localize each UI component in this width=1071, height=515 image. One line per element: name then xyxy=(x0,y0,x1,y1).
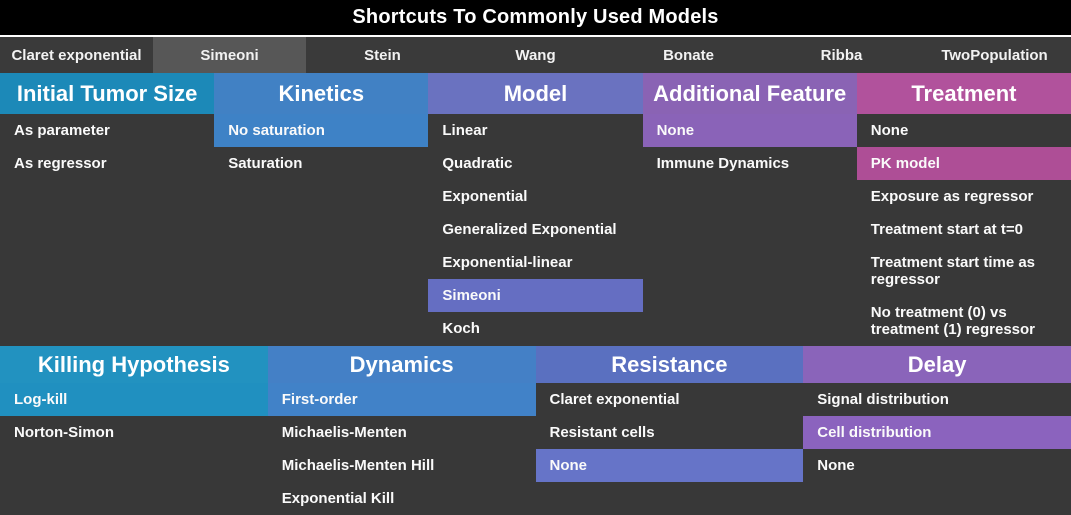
section-header-kinetics: Kinetics xyxy=(214,73,429,114)
option-resistance-resistant-cells[interactable]: Resistant cells xyxy=(549,424,655,441)
top-section-grid: Initial Tumor Size As parameter As regress… xyxy=(0,73,1071,346)
tab-bonate[interactable]: Bonate xyxy=(663,46,714,64)
option-model-quadratic[interactable]: Quadratic xyxy=(442,155,513,172)
option-treatment-no-treatment-0-vs-treatment-1-regressor[interactable]: No treatment (0) vs treatment (1) regres… xyxy=(870,304,1036,338)
tab-simeoni[interactable]: Simeoni xyxy=(153,37,306,73)
section-header-model: Model xyxy=(428,73,643,114)
option-model-simeoni[interactable]: Simeoni xyxy=(428,279,643,312)
option-dynamics-michaelis-menten[interactable]: Michaelis-Menten xyxy=(281,424,407,441)
section-header-treatment: Treatment xyxy=(856,73,1071,114)
option-kinetics-no-saturation[interactable]: No saturation xyxy=(214,114,429,147)
section-header-additional-feature: Additional Feature xyxy=(642,73,857,114)
option-treatment-none[interactable]: None xyxy=(870,122,909,139)
option-model-exponential[interactable]: Exponential xyxy=(442,188,528,205)
model-tab-bar: Claret exponential Simeoni Stein Wang Bonate… xyxy=(0,37,1071,73)
option-killing-hypothesis-log-kill[interactable]: Log-kill xyxy=(0,383,268,416)
option-resistance-claret-exponential[interactable]: Claret exponential xyxy=(549,391,680,408)
option-initial-tumor-size-as-parameter[interactable]: As parameter xyxy=(14,122,110,139)
option-model-linear[interactable]: Linear xyxy=(442,122,488,139)
option-dynamics-first-order[interactable]: First-order xyxy=(267,383,536,416)
option-resistance-none[interactable]: None xyxy=(535,449,804,482)
option-treatment-exposure-as-regressor[interactable]: Exposure as regressor xyxy=(870,188,1034,205)
option-additional-feature-immune-dynamics[interactable]: Immune Dynamics xyxy=(656,155,790,172)
option-dynamics-michaelis-menten-hill[interactable]: Michaelis-Menten Hill xyxy=(281,457,435,474)
title-bar: Shortcuts To Commonly Used Models xyxy=(0,0,1071,37)
option-list-initial-tumor-size: As parameter As regressor xyxy=(0,114,214,180)
option-additional-feature-none[interactable]: None xyxy=(642,114,857,147)
option-treatment-treatment-start-time-as-regressor[interactable]: Treatment start time as regressor xyxy=(870,254,1036,288)
option-model-generalized-exponential[interactable]: Generalized Exponential xyxy=(442,221,617,238)
section-header-resistance: Resistance xyxy=(535,346,804,383)
option-dynamics-exponential-kill[interactable]: Exponential Kill xyxy=(281,490,395,507)
tab-wang[interactable]: Wang xyxy=(515,46,556,64)
option-delay-cell-distribution[interactable]: Cell distribution xyxy=(803,416,1071,449)
shortcut-panel: Initial Tumor Size As parameter As regress… xyxy=(0,73,1071,515)
tab-stein[interactable]: Stein xyxy=(364,46,401,64)
option-model-exponential-linear[interactable]: Exponential-linear xyxy=(442,254,573,271)
option-killing-hypothesis-norton-simon[interactable]: Norton-Simon xyxy=(14,424,114,441)
option-treatment-treatment-start-at-t-0[interactable]: Treatment start at t=0 xyxy=(870,221,1023,238)
option-kinetics-saturation[interactable]: Saturation xyxy=(228,155,303,172)
tab-twopopulation[interactable]: TwoPopulation xyxy=(941,46,1048,64)
section-initial-tumor-size: Initial Tumor Size As parameter As regress… xyxy=(0,73,215,346)
section-header-killing-hypothesis: Killing Hypothesis xyxy=(0,346,268,383)
option-delay-signal-distribution[interactable]: Signal distribution xyxy=(817,391,949,408)
option-model-koch[interactable]: Koch xyxy=(442,320,480,337)
option-treatment-pk-model[interactable]: PK model xyxy=(856,147,1071,180)
tab-claret-exponential[interactable]: Claret exponential xyxy=(11,46,142,64)
option-delay-none[interactable]: None xyxy=(817,457,855,474)
section-header-dynamics: Dynamics xyxy=(267,346,536,383)
page-title: Shortcuts To Commonly Used Models xyxy=(352,6,719,28)
section-header-delay: Delay xyxy=(803,346,1071,383)
section-header-initial-tumor-size: Initial Tumor Size xyxy=(0,73,215,114)
tab-ribba[interactable]: Ribba xyxy=(820,46,863,64)
option-initial-tumor-size-as-regressor[interactable]: As regressor xyxy=(14,155,107,172)
